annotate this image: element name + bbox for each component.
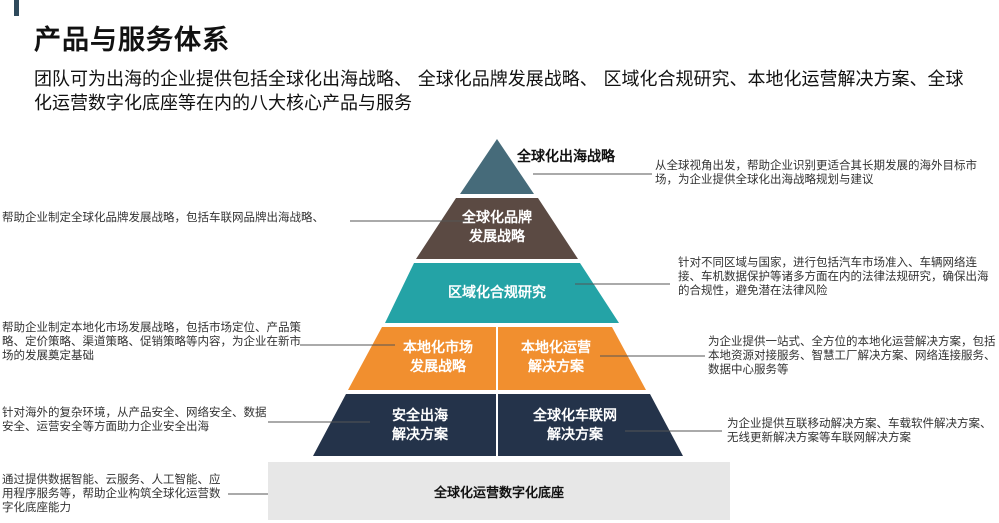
base-platform (268, 462, 730, 520)
level-4-right-label: 本地化运营 解决方案 (500, 339, 612, 377)
note-strategy: 从全球视角出发，帮助企业识别更适合其长期发展的海外目标市场，为企业提供全球化出海… (655, 158, 977, 186)
level-4-left-label: 本地化市场 发展战略 (382, 339, 494, 377)
level-4-left-label-text: 本地化市场 发展战略 (403, 340, 473, 375)
page-title: 产品与服务体系 (34, 25, 230, 56)
level-5-right-label-text: 全球化车联网 解决方案 (533, 408, 617, 443)
pyramid-level-3 (385, 263, 619, 323)
pyramid-level-2 (416, 198, 578, 259)
base-platform-label: 全球化运营数字化底座 (433, 486, 564, 501)
level-3-label: 区域化合规研究 (448, 285, 546, 301)
level-5-left-label: 安全出海 解决方案 (350, 407, 490, 445)
level-5-left-label-text: 安全出海 解决方案 (392, 408, 448, 443)
title-bar: 产品与服务体系 (0, 0, 999, 62)
level-4-right-label-text: 本地化运营 解决方案 (521, 340, 591, 375)
pyramid-level-1 (460, 139, 534, 194)
level-2-label-text: 全球化品牌 发展战略 (462, 210, 532, 245)
page-subtitle: 团队可为出海的企业提供包括全球化出海战略、 全球化品牌发展战略、 区域化合规研究… (34, 69, 964, 114)
title-accent-bar (14, 0, 19, 16)
note-local-ops: 为企业提供一站式、全方位的本地化运营解决方案，包括本地资源对接服务、智慧工厂解决… (708, 334, 996, 376)
note-connected-car: 为企业提供互联移动解决方案、车载软件解决方案、无线更新解决方案等车联网解决方案 (727, 416, 992, 444)
note-base: 通过提供数据智能、云服务、人工智能、应用程序服务等，帮助企业构筑全球化运营数字化… (2, 472, 221, 514)
note-local-market: 帮助企业制定本地化市场发展战略，包括市场定位、产品策略、定价策略、渠道策略、促销… (2, 320, 301, 362)
note-compliance: 针对不同区域与国家，进行包括汽车市场准入、车辆网络连接、车机数据保护等诸多方面在… (678, 255, 989, 297)
level-1-label: 全球化出海战略 (517, 149, 615, 165)
level-5-right-label: 全球化车联网 解决方案 (505, 407, 645, 445)
level-2-label: 全球化品牌 发展战略 (430, 209, 564, 247)
note-brand: 帮助企业制定全球化品牌发展战略，包括车联网品牌出海战略、 (2, 210, 324, 224)
note-security: 针对海外的复杂环境，从产品安全、网络安全、数据安全、运营安全等方面助力企业安全出… (2, 405, 267, 433)
